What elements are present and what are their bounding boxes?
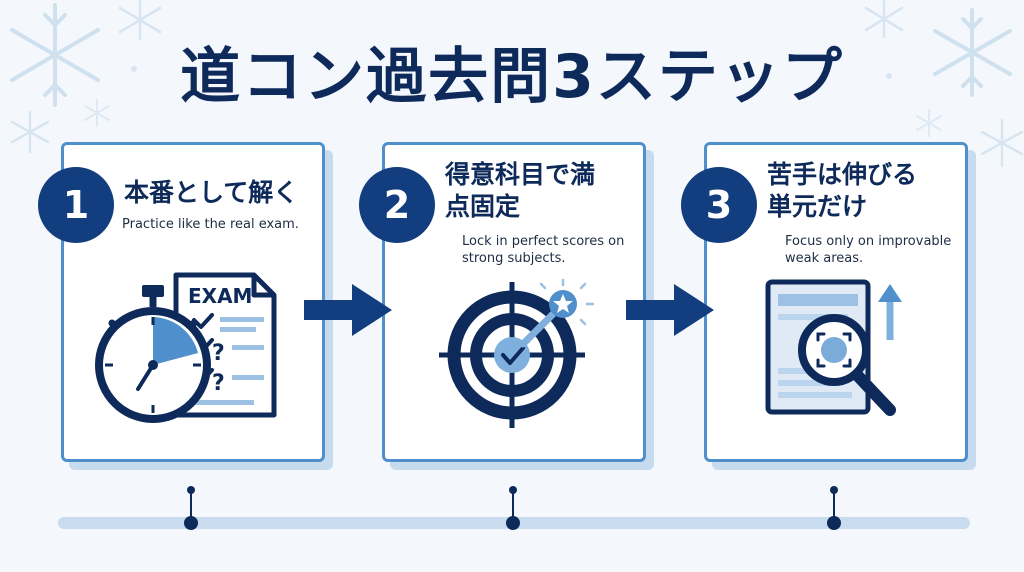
page-title: 道コン過去問3ステップ [180,42,844,112]
magnifier-document-icon [765,279,902,416]
snowflake-icon [118,0,162,40]
arrow-right-icon [626,284,714,336]
stopwatch-exam-icon: EXAM ? ? [95,272,277,423]
snow-dot [886,73,892,79]
step-subtitle: Lock in perfect scores on strong subject… [462,234,625,266]
arrow-right-icon [304,284,392,336]
snow-dot [131,66,137,72]
snowflake-icon [84,99,110,127]
exam-label: EXAM [188,284,252,308]
snowflake-icon [933,8,1012,97]
step-card-3: 3 苦手は伸びる単元だけ Focus only on improvable we… [681,142,968,462]
step-number-badge: 2 [359,167,435,243]
step-title: 本番として解く [124,178,299,207]
step-card-2: 2 得意科目で満点固定 Lock in perfect scores on st… [359,142,646,462]
timeline-marker [827,486,841,530]
snowflake-icon [10,3,100,107]
svg-text:?: ? [212,371,225,396]
snowflake-icon [10,110,50,154]
step-subtitle: Focus only on improvable weak areas. [785,234,952,266]
step-title: 苦手は伸びる単元だけ [767,160,918,221]
snowflake-icon [916,109,942,137]
step-card-1: 1 本番として解く Practice like the real exam. E… [38,142,325,462]
step-subtitle: Practice like the real exam. [122,217,299,232]
snowflake-icon [864,0,904,38]
timeline [58,486,970,530]
target-icon [439,278,595,428]
timeline-marker [506,486,520,530]
timeline-marker [184,486,198,530]
svg-text:?: ? [212,341,225,366]
step-number-badge: 1 [38,167,114,243]
step-title: 得意科目で満点固定 [445,160,596,221]
snowflake-icon [980,118,1024,168]
step-number-badge: 3 [681,167,757,243]
